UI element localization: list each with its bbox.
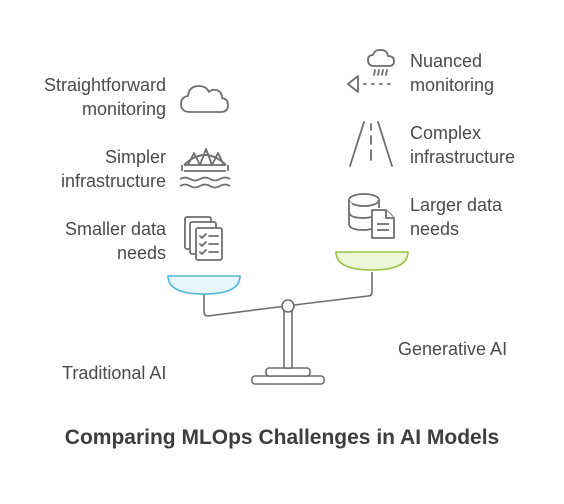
right-item-data-line1: Larger data	[410, 195, 503, 215]
cloud-icon	[180, 85, 229, 113]
right-item-infrastructure: Complex infrastructure	[410, 121, 515, 169]
road-icon	[349, 121, 393, 167]
right-item-data: Larger data needs	[410, 193, 502, 241]
left-item-infrastructure: Simpler infrastructure	[61, 145, 166, 193]
diagram-title: Comparing MLOps Challenges in AI Models	[64, 426, 500, 449]
left-item-infrastructure-line1: Simpler	[104, 147, 166, 167]
right-item-monitoring: Nuanced monitoring	[410, 49, 494, 97]
left-item-data: Smaller data needs	[65, 217, 166, 265]
left-item-data-line2: needs	[116, 243, 166, 263]
left-item-data-line1: Smaller data	[64, 219, 166, 239]
storm-sensor-icon	[347, 48, 395, 93]
right-item-infrastructure-line1: Complex	[410, 123, 482, 143]
bridge-icon	[179, 148, 231, 189]
scale-base-step	[265, 367, 311, 377]
left-pan	[167, 275, 241, 295]
checklist-icon	[184, 216, 223, 261]
left-item-infrastructure-line2: infrastructure	[60, 171, 166, 191]
right-item-monitoring-line1: Nuanced	[410, 51, 483, 71]
database-document-icon	[348, 193, 395, 239]
scale-post	[283, 307, 293, 369]
left-item-monitoring: Straightforward monitoring	[44, 73, 166, 121]
generative-ai-caption: Generative AI	[398, 339, 508, 359]
right-item-infrastructure-line2: infrastructure	[410, 147, 516, 167]
traditional-ai-caption: Traditional AI	[62, 363, 167, 383]
right-item-monitoring-line2: monitoring	[410, 75, 495, 95]
right-item-data-line2: needs	[410, 219, 460, 239]
left-item-monitoring-line2: monitoring	[81, 99, 166, 119]
scale-pivot	[281, 299, 295, 313]
left-item-monitoring-line1: Straightforward	[43, 75, 166, 95]
scale-base	[251, 375, 325, 385]
right-pan	[335, 251, 409, 271]
